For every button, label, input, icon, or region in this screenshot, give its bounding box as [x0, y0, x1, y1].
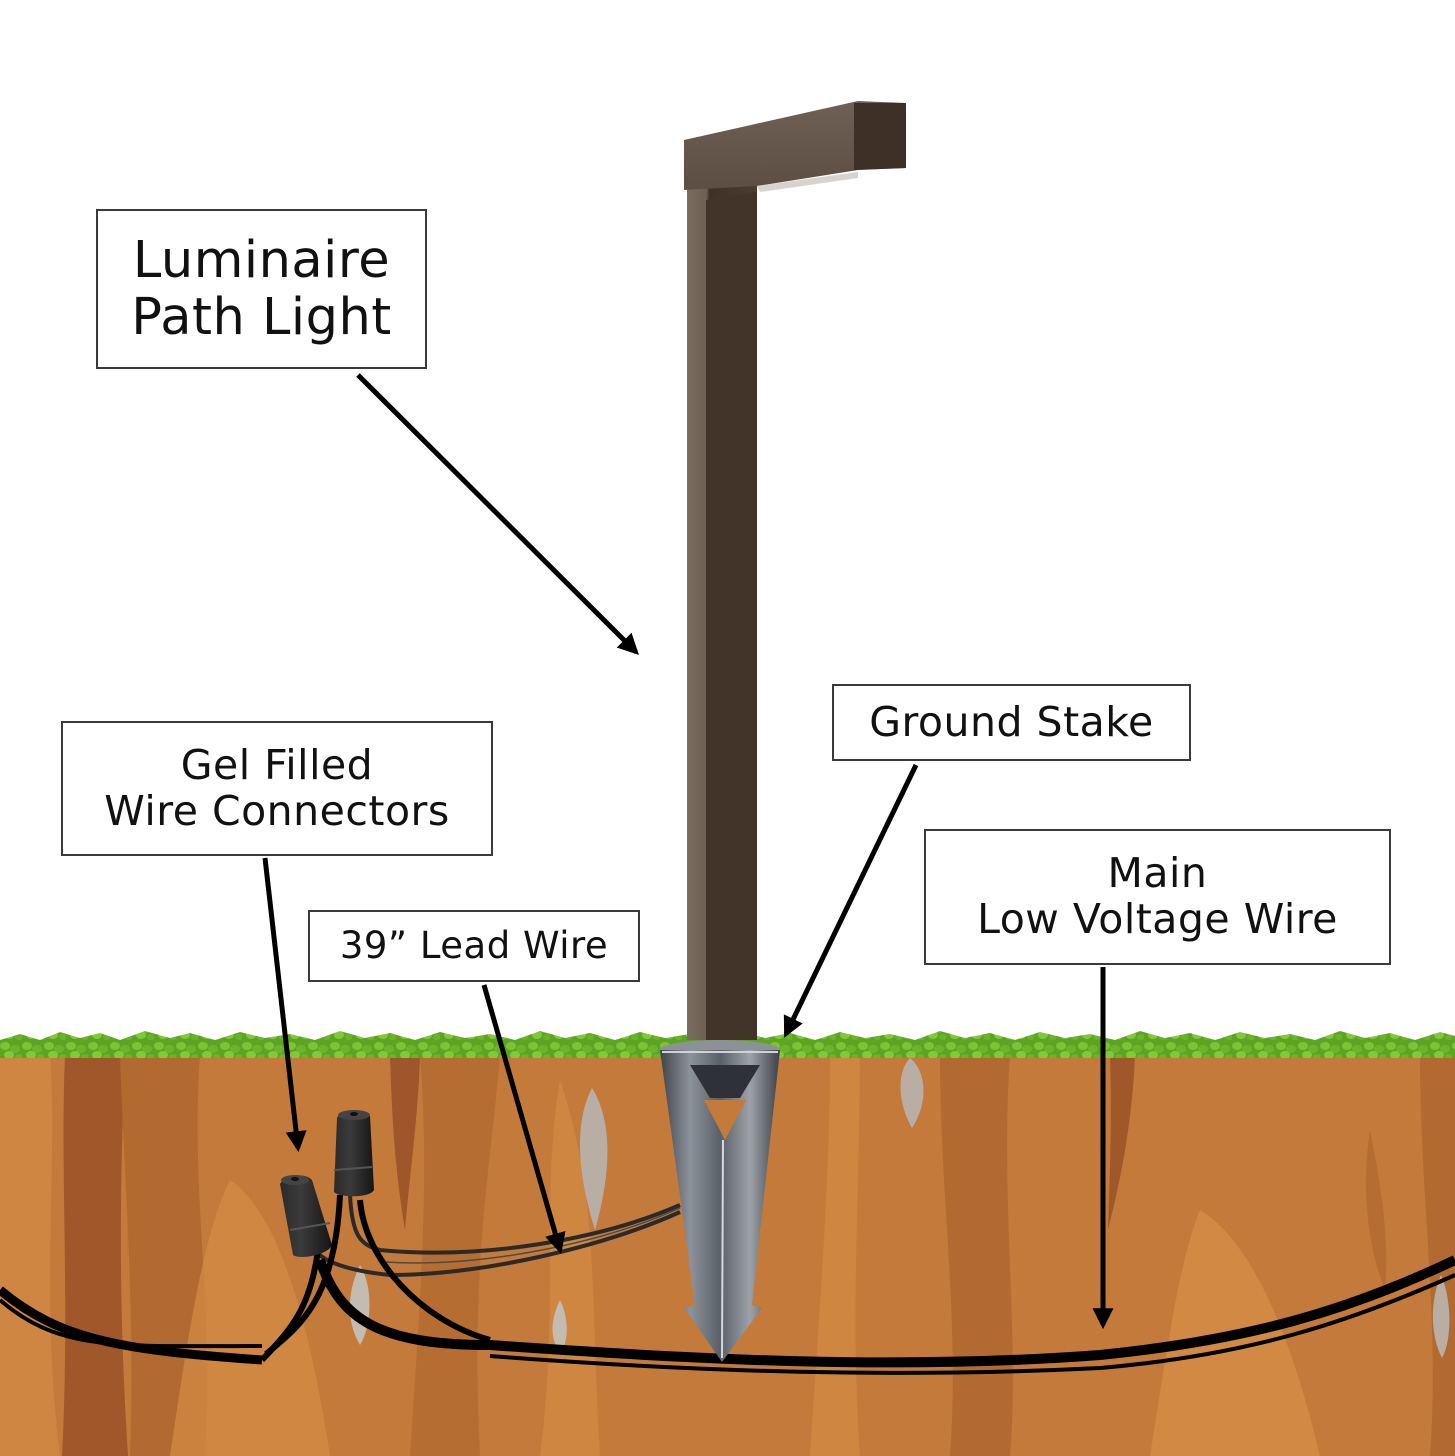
arrow-luminaire — [356, 373, 639, 655]
label-main-line1: Main — [1107, 849, 1208, 898]
wire-connector-2 — [333, 1110, 374, 1197]
label-luminaire-path-light: Luminaire Path Light — [96, 209, 427, 369]
label-luminaire-line2: Path Light — [131, 288, 392, 347]
main-low-voltage-wire — [0, 1194, 1455, 1375]
ground-stake — [660, 1040, 780, 1362]
label-lead-wire: 39” Lead Wire — [308, 910, 640, 982]
label-gel-line1: Gel Filled — [180, 740, 374, 789]
label-lead-line1: 39” Lead Wire — [339, 924, 609, 968]
wire-connector-1 — [280, 1175, 332, 1257]
arrow-ground-stake — [783, 763, 919, 1038]
leader-arrows — [262, 373, 1114, 1330]
label-ground-stake-line1: Ground Stake — [869, 697, 1154, 746]
arrow-gel-connectors — [262, 857, 307, 1153]
lead-wire — [316, 1194, 681, 1278]
luminaire-path-light — [684, 101, 906, 1040]
gel-filled-connectors — [280, 1110, 374, 1257]
label-gel-line2: Wire Connectors — [104, 786, 450, 835]
label-luminaire-line1: Luminaire — [132, 230, 391, 290]
arrow-lead-wire — [481, 984, 566, 1255]
label-main-line2: Low Voltage Wire — [977, 895, 1338, 943]
label-gel-filled-connectors: Gel Filled Wire Connectors — [61, 721, 493, 856]
label-main-low-voltage-wire: Main Low Voltage Wire — [924, 829, 1391, 965]
soil-stones — [349, 1058, 1450, 1358]
label-ground-stake: Ground Stake — [832, 684, 1191, 761]
